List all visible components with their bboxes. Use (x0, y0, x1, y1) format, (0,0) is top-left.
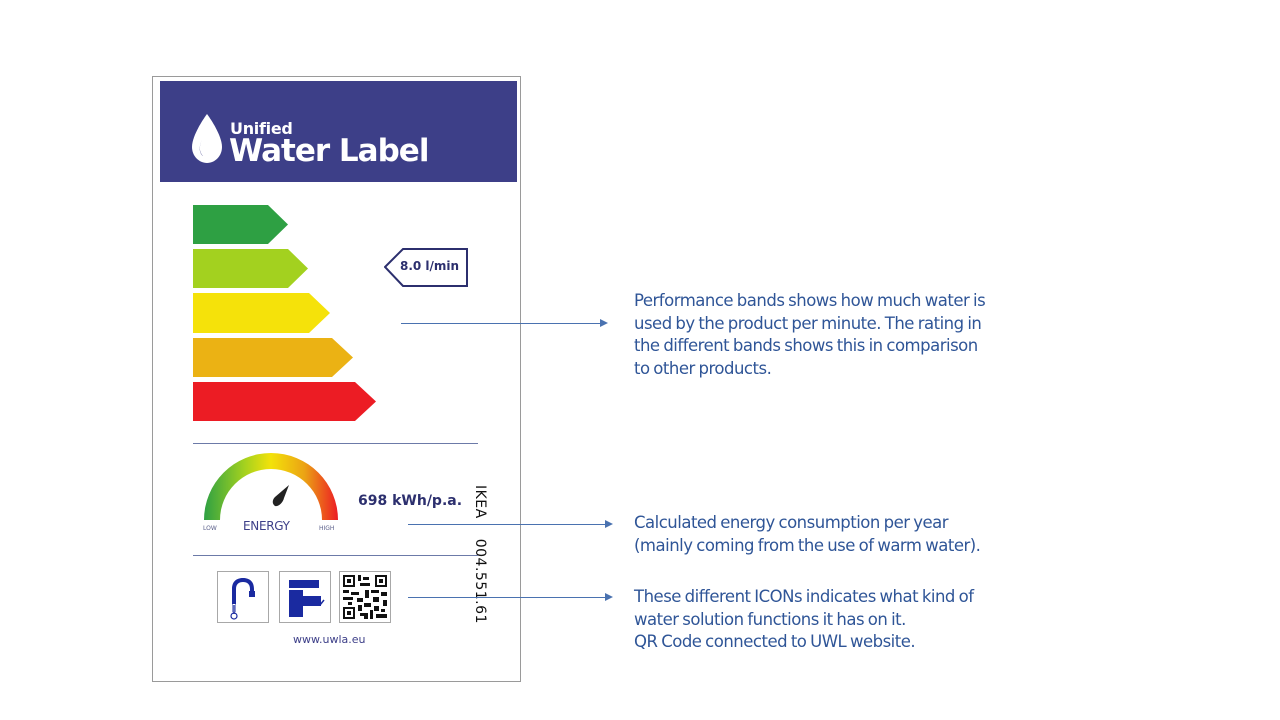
annotation-line: water solution functions it has on it. (634, 609, 906, 629)
brand-name: IKEA (472, 485, 488, 519)
energy-gauge-icon (204, 453, 338, 520)
annotation-icons: These different ICONs indicates what kin… (634, 586, 974, 654)
arrow-energy (408, 520, 613, 528)
flow-rate-value: 8.0 l/min (400, 259, 460, 273)
annotation-line: Calculated energy consumption per year (634, 513, 949, 532)
performance-band-5 (193, 382, 377, 421)
performance-band-2 (193, 249, 309, 288)
brand-title: Water Label (229, 133, 429, 169)
basin-mixer-icon (279, 571, 331, 623)
performance-band-3 (193, 293, 331, 333)
performance-band-4 (193, 338, 354, 377)
website-link[interactable]: www.uwla.eu (293, 633, 366, 646)
energy-consumption-value: 698 kWh/p.a. (358, 493, 463, 509)
label-header: Unified Water Label (160, 81, 517, 182)
annotation-line: used by the product per minute. The rati… (634, 313, 982, 333)
annotation-line: the different bands shows this in compar… (634, 336, 978, 355)
water-label-card: Unified Water Label 8.0 l/min (152, 76, 521, 682)
arrow-icons (408, 593, 613, 601)
annotation-line: to other products. (634, 358, 772, 378)
water-drop-icon (192, 114, 222, 163)
divider-bottom (193, 555, 478, 556)
performance-band-1 (193, 205, 289, 244)
annotation-line: QR Code connected to UWL website. (634, 632, 916, 651)
flow-rate-indicator: 8.0 l/min (383, 248, 469, 292)
annotation-energy: Calculated energy consumption per year (… (634, 512, 981, 557)
annotation-line: These different ICONs indicates what kin… (634, 587, 974, 606)
annotation-line: Performance bands shows how much water i… (634, 291, 986, 310)
article-number: 004.551.61 (472, 538, 488, 624)
hot-cold-tap-icon (217, 571, 269, 623)
arrow-performance (401, 319, 608, 327)
qr-code-icon[interactable] (339, 571, 391, 623)
gauge-title: ENERGY (243, 519, 290, 533)
brand-small-text: Unified (230, 119, 293, 138)
gauge-low-label: LOW (203, 525, 217, 532)
annotation-line: (mainly coming from the use of warm wate… (634, 535, 981, 555)
divider-top (193, 443, 478, 444)
gauge-high-label: HIGH (319, 525, 335, 532)
annotation-performance: Performance bands shows how much water i… (634, 290, 986, 380)
